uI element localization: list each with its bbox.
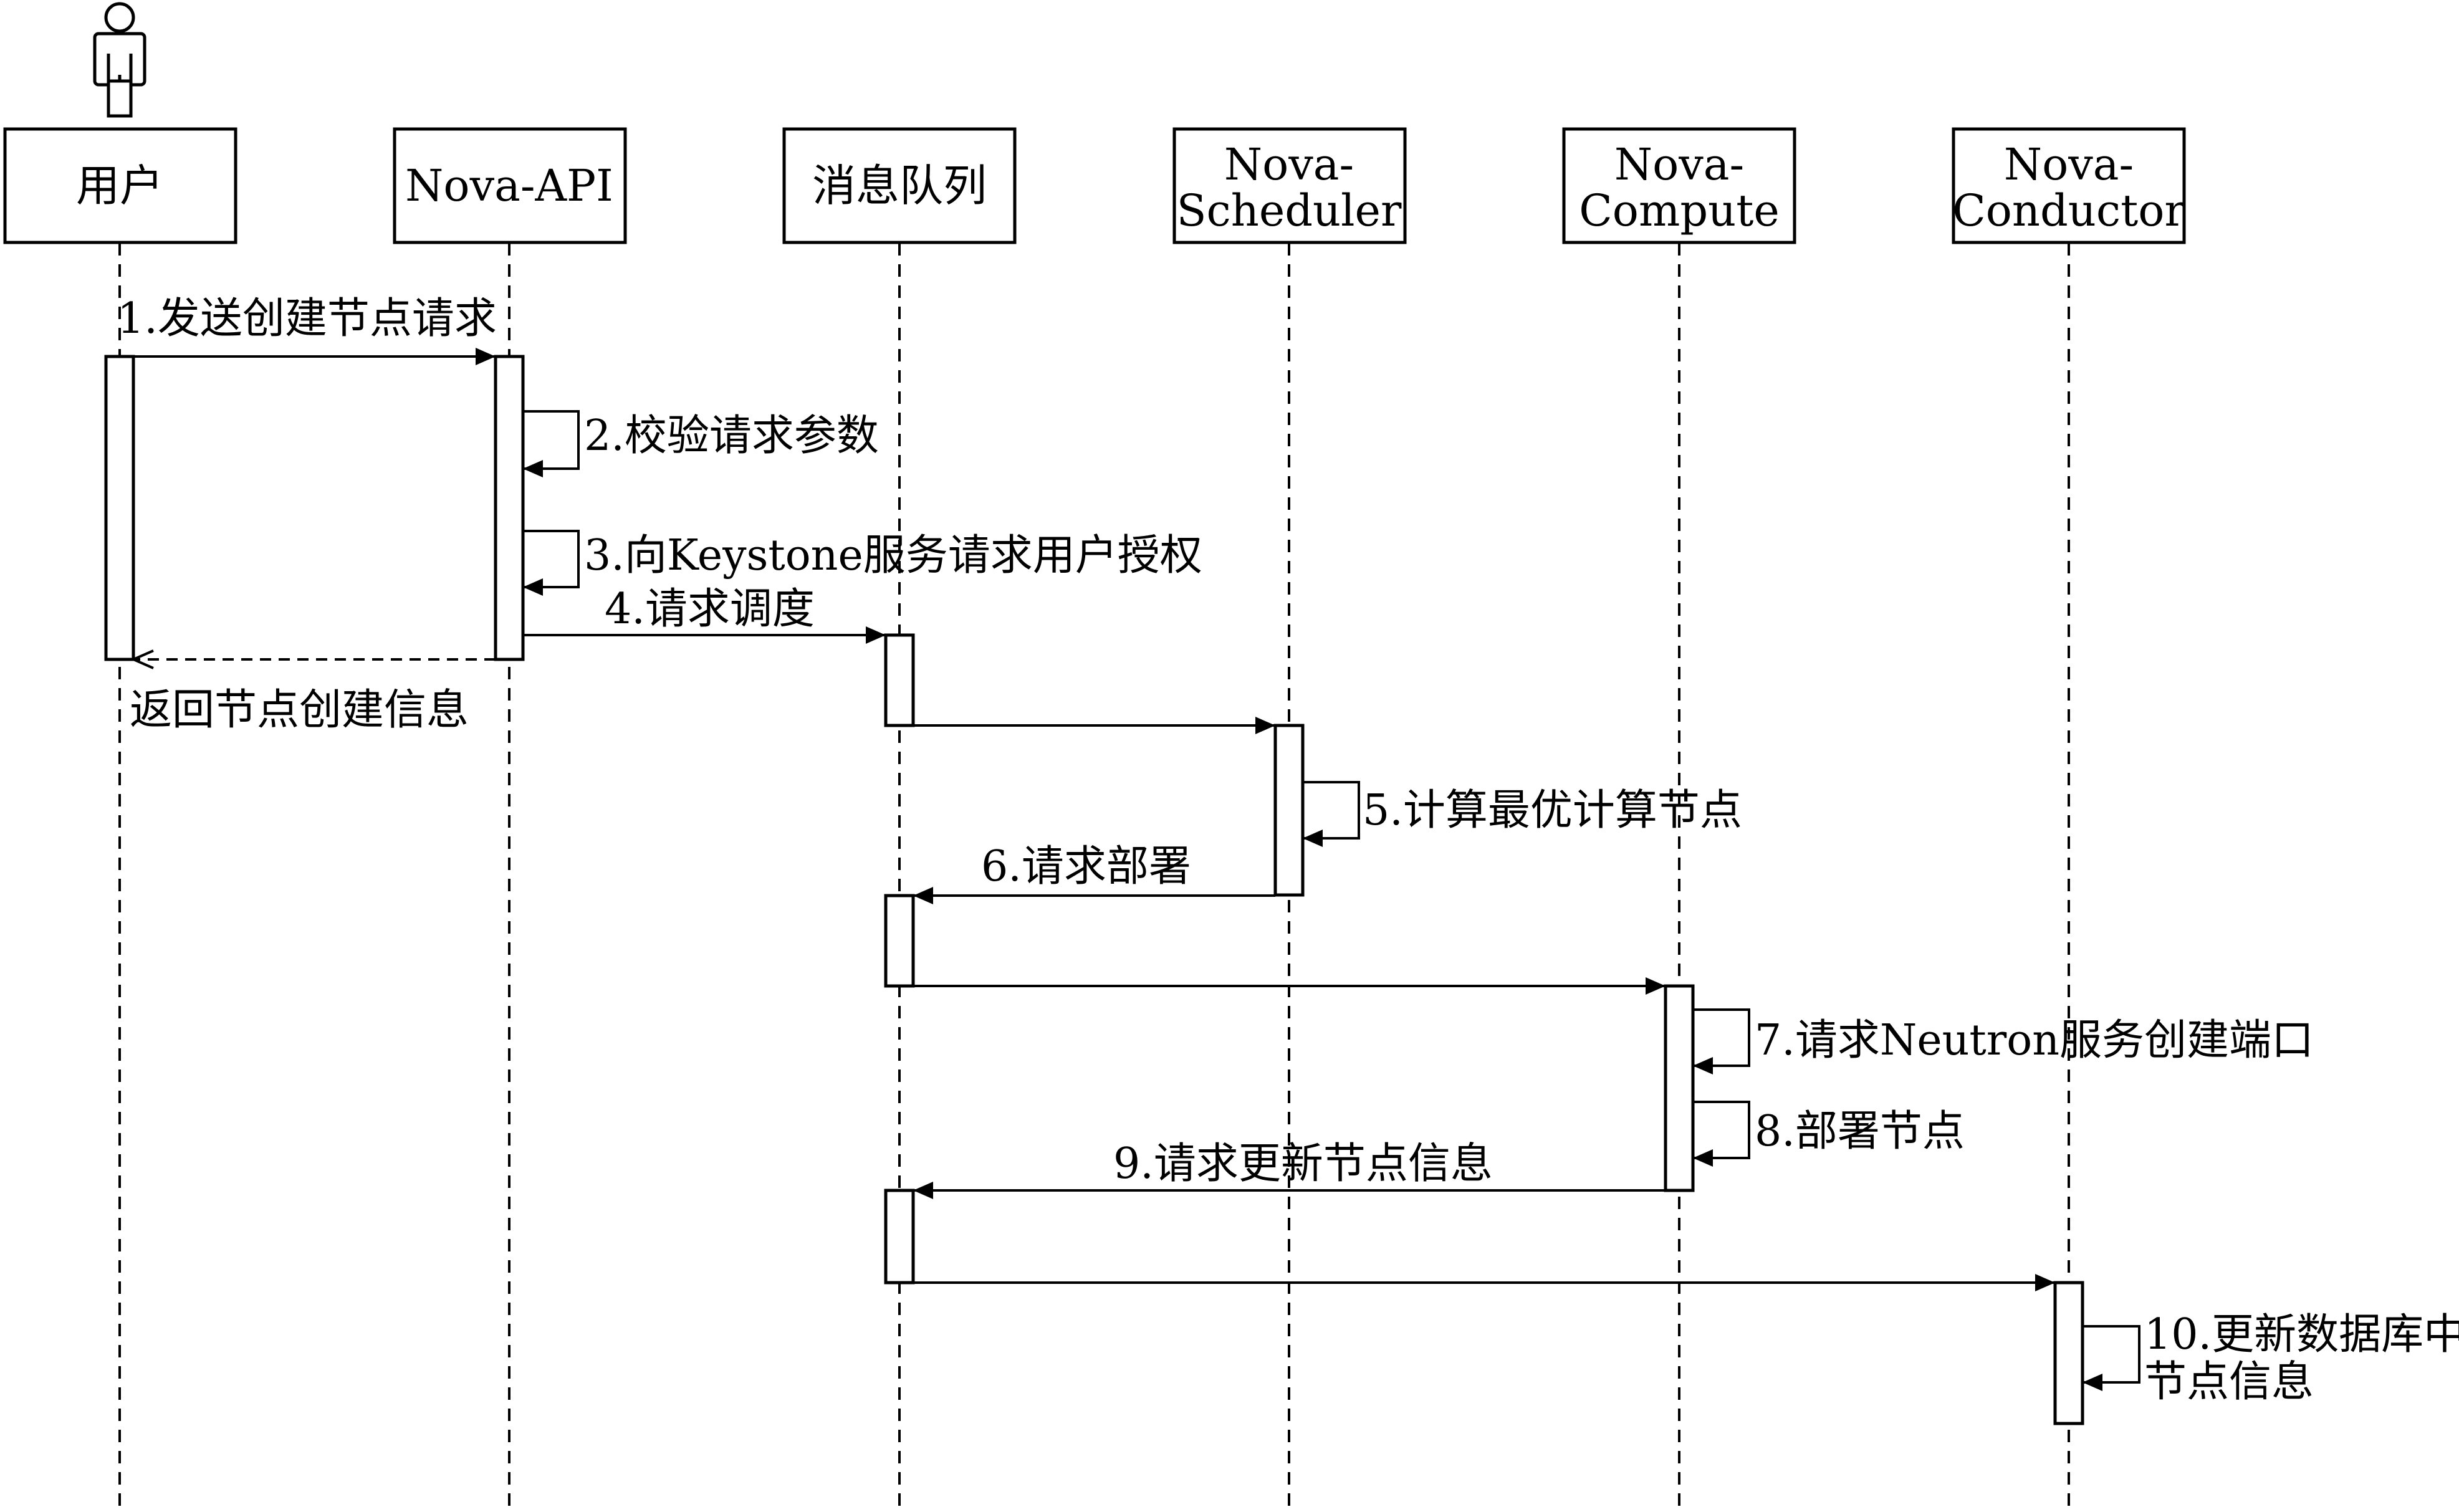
message-label-3: 3.向Keystone服务请求用户授权: [584, 531, 1202, 580]
arrowhead-mq-to-conductor: [2035, 1274, 2055, 1291]
message-label-8: 8.部署节点: [1755, 1107, 1965, 1156]
participant-box-user: [3, 127, 237, 244]
arrowhead-5: [1303, 830, 1323, 847]
activation-nova-api: [494, 355, 525, 661]
participant-label-nova-scheduler-line1: Nova-: [1224, 139, 1354, 190]
activation-message-queue-1: [884, 633, 915, 727]
message-label-7: 7.请求Neutron服务创建端口: [1755, 1016, 2314, 1065]
arrowhead-6: [913, 887, 933, 904]
arrowhead-8: [1693, 1149, 1713, 1167]
activation-user: [104, 355, 135, 661]
activation-nova-conductor: [2053, 1281, 2084, 1425]
message-label-2: 2.校验请求参数: [584, 411, 879, 461]
arrowhead-4: [866, 626, 886, 644]
message-arrow-10: [2083, 1325, 2140, 1384]
arrowhead-mq-to-compute: [1646, 977, 1666, 995]
participant-box-nova-api: [393, 127, 627, 244]
message-arrow-2: [523, 410, 580, 470]
arrowhead-9: [913, 1182, 933, 1199]
message-label-4: 4.请求调度: [605, 585, 815, 634]
participant-label-nova-api: Nova-API: [405, 160, 613, 211]
message-label-6: 6.请求部署: [981, 842, 1191, 891]
arrowhead-2: [523, 460, 543, 477]
participant-label-user: 用户: [76, 160, 163, 211]
message-label-9: 9.请求更新节点信息: [1113, 1139, 1493, 1189]
arrowhead-return: [130, 649, 154, 669]
participant-box-message-queue: [782, 127, 1017, 244]
arrowhead-10: [2083, 1374, 2102, 1391]
participant-label-nova-conductor-line1: Nova-: [2004, 139, 2134, 190]
message-arrow-7: [1693, 1008, 1750, 1067]
participant-box-nova-compute: [1562, 127, 1796, 244]
activation-message-queue-2: [884, 894, 915, 988]
message-label-10-line2: 节点信息: [2144, 1357, 2314, 1407]
activation-nova-scheduler: [1273, 724, 1305, 897]
participant-box-nova-scheduler: [1172, 127, 1407, 244]
arrowhead-1: [476, 348, 496, 365]
activation-message-queue-3: [884, 1189, 915, 1285]
arrowhead-3: [523, 578, 543, 596]
person-icon: [93, 2, 146, 118]
message-label-5: 5.计算最优计算节点: [1363, 786, 1742, 835]
message-label-10-line1: 10.更新数据库中: [2144, 1310, 2459, 1359]
participant-label-nova-scheduler-line2: Scheduler: [1177, 185, 1402, 236]
participant-label-message-queue: 消息队列: [812, 160, 987, 211]
message-label-1: 1.发送创建节点请求: [117, 294, 497, 343]
participant-label-nova-conductor-line2: Conductor: [1952, 185, 2185, 236]
activation-nova-compute: [1664, 984, 1695, 1192]
message-label-return: 返回节点创建信息: [130, 686, 469, 735]
arrowhead-7: [1693, 1057, 1713, 1074]
participant-label-nova-compute-line1: Nova-: [1614, 139, 1744, 190]
message-arrow-5: [1303, 781, 1360, 840]
participant-box-nova-conductor: [1952, 127, 2186, 244]
participant-label-nova-compute-line2: Compute: [1579, 185, 1780, 236]
message-arrow-8: [1693, 1101, 1750, 1159]
arrowhead-mq-to-scheduler: [1255, 717, 1275, 734]
message-arrow-3: [523, 530, 580, 588]
